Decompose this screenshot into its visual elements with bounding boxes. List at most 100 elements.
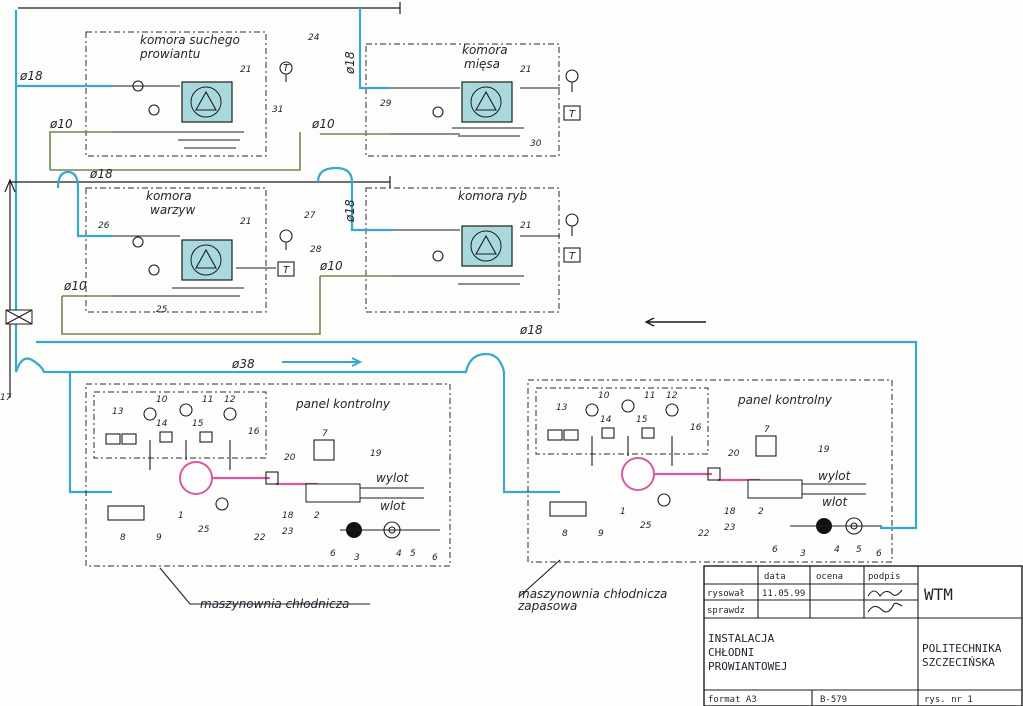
pipe-label-d18: ø18 <box>89 167 113 181</box>
chamber-meat-box <box>365 43 560 157</box>
pipe-label-d10: ø10 <box>63 279 87 293</box>
unit-veg <box>112 235 276 297</box>
arrow-up <box>4 178 16 193</box>
header-left-drop <box>68 372 112 494</box>
flow-arrow-right <box>282 357 363 367</box>
part-number: 21 <box>240 65 251 75</box>
temp-sensor-icon <box>277 261 295 277</box>
part-number: 9 <box>598 529 604 539</box>
part-number: 2 <box>314 511 320 521</box>
tb-sheet: rys. nr 1 <box>924 695 973 705</box>
room-main-label: maszynownia chłodnicza <box>200 597 349 611</box>
chamber-fish-box <box>365 187 560 313</box>
part-number: 3 <box>800 549 806 559</box>
part-number: 12 <box>666 391 678 401</box>
part-number: 18 <box>282 511 294 521</box>
chamber-dry-provisions-box <box>85 31 267 157</box>
thermometer-symbol: T <box>283 63 290 74</box>
part-number: 21 <box>520 221 531 231</box>
pipe-label-d18-vert: ø18 <box>343 199 357 223</box>
part-number: 3 <box>354 553 360 563</box>
part-number: 23 <box>724 523 736 533</box>
tb-university-2: SZCZECIŃSKA <box>922 656 995 669</box>
thermometer-icon <box>565 69 579 92</box>
part-number: 2 <box>758 507 764 517</box>
part-number: 13 <box>556 403 568 413</box>
part-number: 16 <box>248 427 260 437</box>
part-number: 28 <box>310 245 322 255</box>
unit-meat <box>390 81 560 137</box>
part-number: 6 <box>432 553 438 563</box>
part-number: 6 <box>330 549 336 559</box>
part-number: 13 <box>112 407 124 417</box>
temp-sensor-icon <box>563 247 581 263</box>
part-number: 19 <box>818 445 830 455</box>
tb-title-1: INSTALACJA <box>708 632 775 645</box>
part-number: 1 <box>178 511 184 521</box>
tb-col-sign: podpis <box>868 572 901 582</box>
part-number: 10 <box>156 395 168 405</box>
tb-org-short: WTM <box>924 585 953 604</box>
thermometer-icon <box>279 61 293 82</box>
part-number: 5 <box>410 549 416 559</box>
pipe-label-d10: ø10 <box>49 117 73 131</box>
part-number: 29 <box>380 99 392 109</box>
right-loop-pipe <box>36 340 918 530</box>
return-collector-pipe <box>61 276 321 335</box>
part-number: 4 <box>834 545 840 555</box>
pipe-label-d18: ø18 <box>19 69 43 83</box>
part-number: 25 <box>156 305 168 315</box>
unit-fish <box>392 225 560 285</box>
loop-bridge-left <box>56 170 112 238</box>
pipe-label-d18-vert: ø18 <box>343 51 357 75</box>
part-number: 1 <box>620 507 626 517</box>
part-number: 31 <box>272 105 283 115</box>
return-dry-to-right <box>50 132 301 171</box>
signature-checked <box>867 602 903 613</box>
part-number: 6 <box>772 545 778 555</box>
part-number: 26 <box>98 221 110 231</box>
header-top-pipe <box>18 2 401 14</box>
return-dry-pipe <box>49 131 112 170</box>
panel-reserve-label: panel kontrolny <box>737 393 833 407</box>
signature-drawn <box>867 589 903 597</box>
main-valve-cross <box>5 309 33 325</box>
part-number: 24 <box>308 33 320 43</box>
tb-row-checked: sprawdz <box>707 606 745 616</box>
chamber-fish-name-1: komora ryb <box>458 189 527 203</box>
main-header-38 <box>14 352 560 494</box>
part-number: 6 <box>876 549 882 559</box>
part-number: 17 <box>0 393 12 403</box>
unit-dry <box>112 80 244 149</box>
chamber-dry-name-1: komora suchego <box>140 33 240 47</box>
chamber-meat-name-2: mięsa <box>464 57 500 71</box>
part-number: 15 <box>636 415 648 425</box>
pipe-label-d10: ø10 <box>311 117 335 131</box>
part-number: 22 <box>698 529 710 539</box>
title-block <box>703 565 1023 706</box>
machinery-reserve-box <box>527 379 893 563</box>
panel-main-label: panel kontrolny <box>295 397 391 411</box>
part-number: 5 <box>856 545 862 555</box>
machinery-main-equipment <box>105 403 440 539</box>
part-number: 11 <box>202 395 213 405</box>
part-number: 19 <box>370 449 382 459</box>
thermometer-icon <box>279 229 293 250</box>
sensor-symbol: T <box>283 265 290 276</box>
tb-row-drawn: rysował <box>707 589 745 599</box>
part-number: 14 <box>600 415 612 425</box>
pipe-label-d38: ø38 <box>231 357 255 371</box>
part-number: 21 <box>240 217 251 227</box>
tb-col-grade: ocena <box>816 572 843 582</box>
part-number: 10 <box>598 391 610 401</box>
pipe-label-d10: ø10 <box>319 259 343 273</box>
part-number: 4 <box>396 549 402 559</box>
pipe-label-d18: ø18 <box>519 323 543 337</box>
supply-meat-riser <box>358 8 390 90</box>
part-number: 9 <box>156 533 162 543</box>
part-number: 18 <box>724 507 736 517</box>
part-number: 25 <box>198 525 210 535</box>
thermometer-icon <box>565 213 579 236</box>
